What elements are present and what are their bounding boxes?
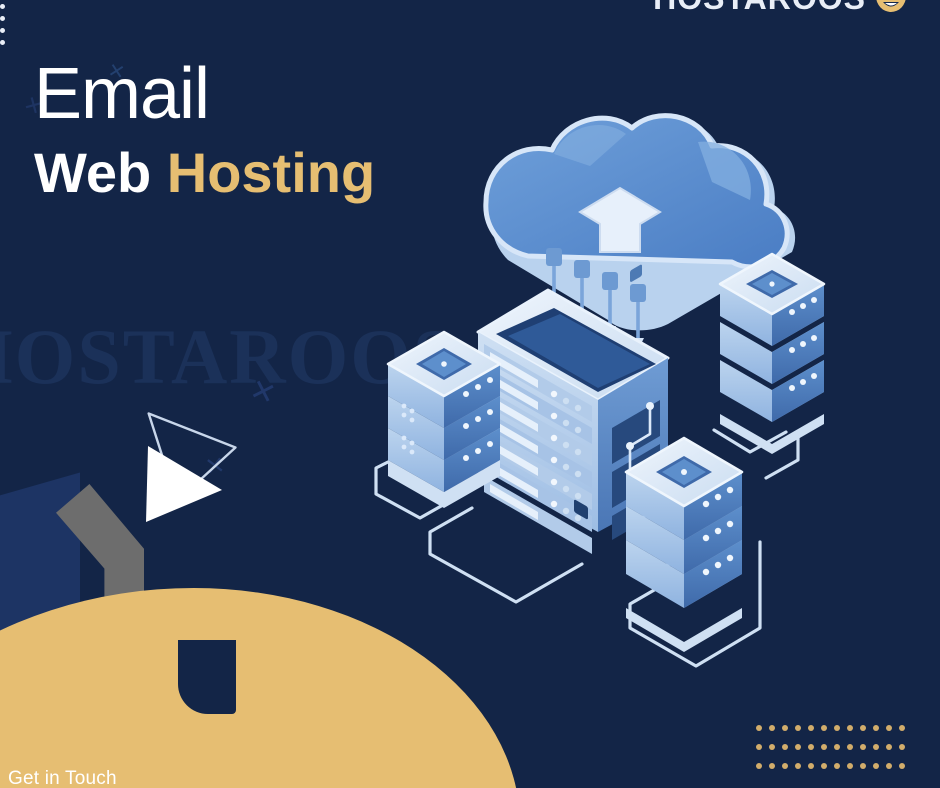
grid-dot	[886, 763, 892, 769]
main-server-rack	[476, 264, 670, 554]
subtitle-web: Web	[34, 141, 152, 204]
grid-dot	[834, 744, 840, 750]
page-subtitle: Web Hosting	[34, 141, 376, 204]
edge-dot	[0, 28, 5, 33]
grid-dot	[860, 763, 866, 769]
grid-dot	[808, 763, 814, 769]
grid-dot	[847, 725, 853, 731]
grid-dot	[834, 725, 840, 731]
grid-dot	[769, 763, 775, 769]
grid-dot	[808, 725, 814, 731]
page-title: Email	[34, 54, 210, 134]
grid-dot	[860, 725, 866, 731]
get-in-touch-label[interactable]: Get in Touch	[8, 768, 117, 788]
grid-dot	[899, 744, 905, 750]
grid-dot	[795, 763, 801, 769]
grid-dot	[886, 744, 892, 750]
gold-dot-grid	[756, 725, 912, 782]
grid-dot	[782, 763, 788, 769]
grid-dot	[860, 744, 866, 750]
headline-block: Email Web Hosting	[34, 58, 375, 203]
grid-dot	[886, 725, 892, 731]
grid-dot	[756, 744, 762, 750]
brand-logo[interactable]: HOSTAROOS	[653, 0, 912, 18]
grid-dot	[847, 744, 853, 750]
grid-dot	[873, 763, 879, 769]
grid-dot	[795, 744, 801, 750]
edge-dot	[0, 40, 5, 45]
right-server-stack	[718, 252, 826, 454]
isometric-server-cloud-svg	[374, 113, 826, 668]
subtitle-hosting: Hosting	[166, 141, 376, 204]
grid-dot	[873, 744, 879, 750]
grid-dot	[899, 763, 905, 769]
brand-logo-text: HOSTAROOS	[653, 0, 866, 17]
hosting-illustration	[368, 62, 928, 672]
grid-dot	[756, 763, 762, 769]
bottom-server-stack	[624, 436, 744, 652]
grid-dot	[834, 763, 840, 769]
edge-dot	[0, 4, 5, 9]
grid-dot	[821, 725, 827, 731]
grid-dot	[821, 763, 827, 769]
background-watermark-text: HOSTAROOS	[0, 313, 459, 400]
gold-blob-notch	[178, 640, 236, 714]
grid-dot	[821, 744, 827, 750]
grid-dot	[756, 725, 762, 731]
left-server-stack	[386, 330, 502, 508]
left-edge-dot-strip	[0, 4, 5, 45]
cloud-upload-icon	[483, 113, 796, 331]
grid-dot	[782, 744, 788, 750]
grid-dot	[769, 744, 775, 750]
grid-dot	[847, 763, 853, 769]
grid-dot	[782, 725, 788, 731]
edge-dot	[0, 16, 5, 21]
grid-dot	[769, 725, 775, 731]
upload-arrow-icon	[578, 186, 662, 253]
grid-dot	[899, 725, 905, 731]
kangaroo-mascot-icon	[870, 0, 912, 18]
grid-dot	[795, 725, 801, 731]
grid-dot	[808, 744, 814, 750]
grid-dot	[873, 725, 879, 731]
